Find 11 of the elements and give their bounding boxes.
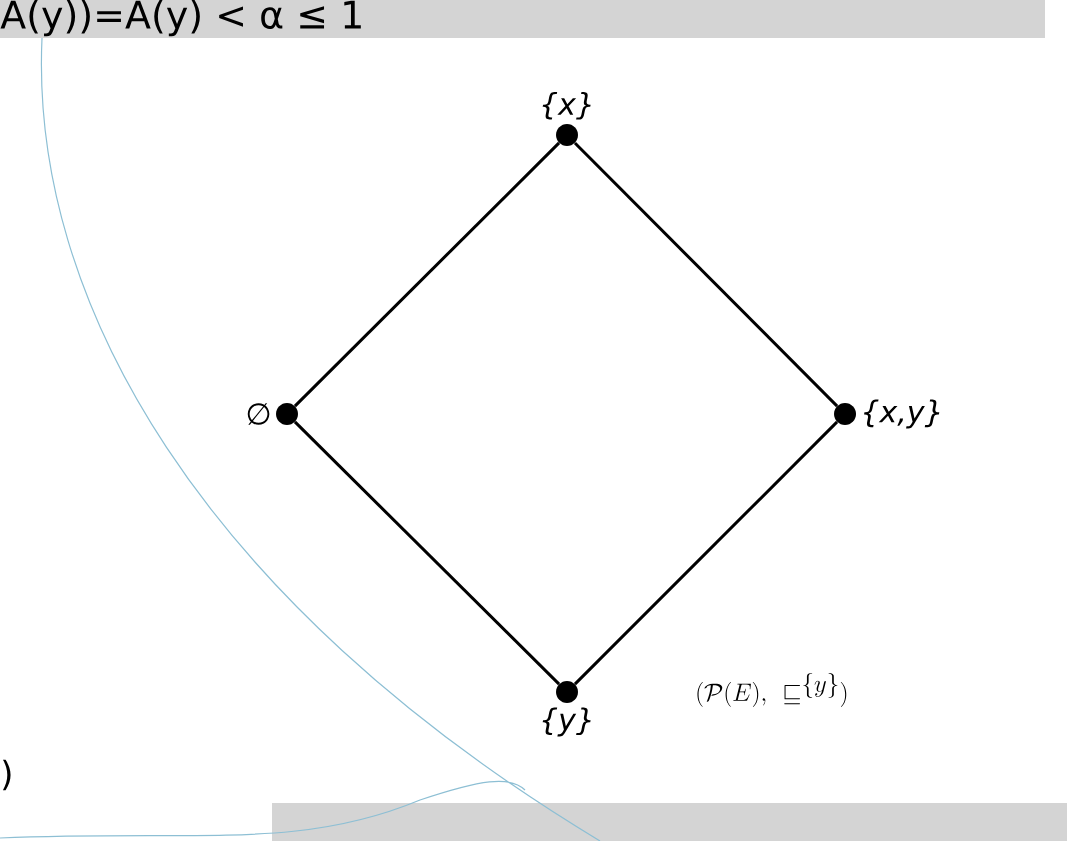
math-label: $(\mathcal{P}(E),\ \sqsubseteq^{\{y\}})$ <box>697 673 847 707</box>
line <box>293 141 561 408</box>
line <box>573 420 839 686</box>
math-label: ) <box>2 759 11 791</box>
line <box>293 420 561 686</box>
line <box>573 141 839 408</box>
node-label: ∅ <box>247 403 270 425</box>
node-label: {x} <box>542 91 591 120</box>
node-label: {x,y} <box>864 399 940 429</box>
math-label: A(y))=A(y) < α ≤ 1 <box>0 0 361 37</box>
node-label: {y} <box>542 707 591 737</box>
